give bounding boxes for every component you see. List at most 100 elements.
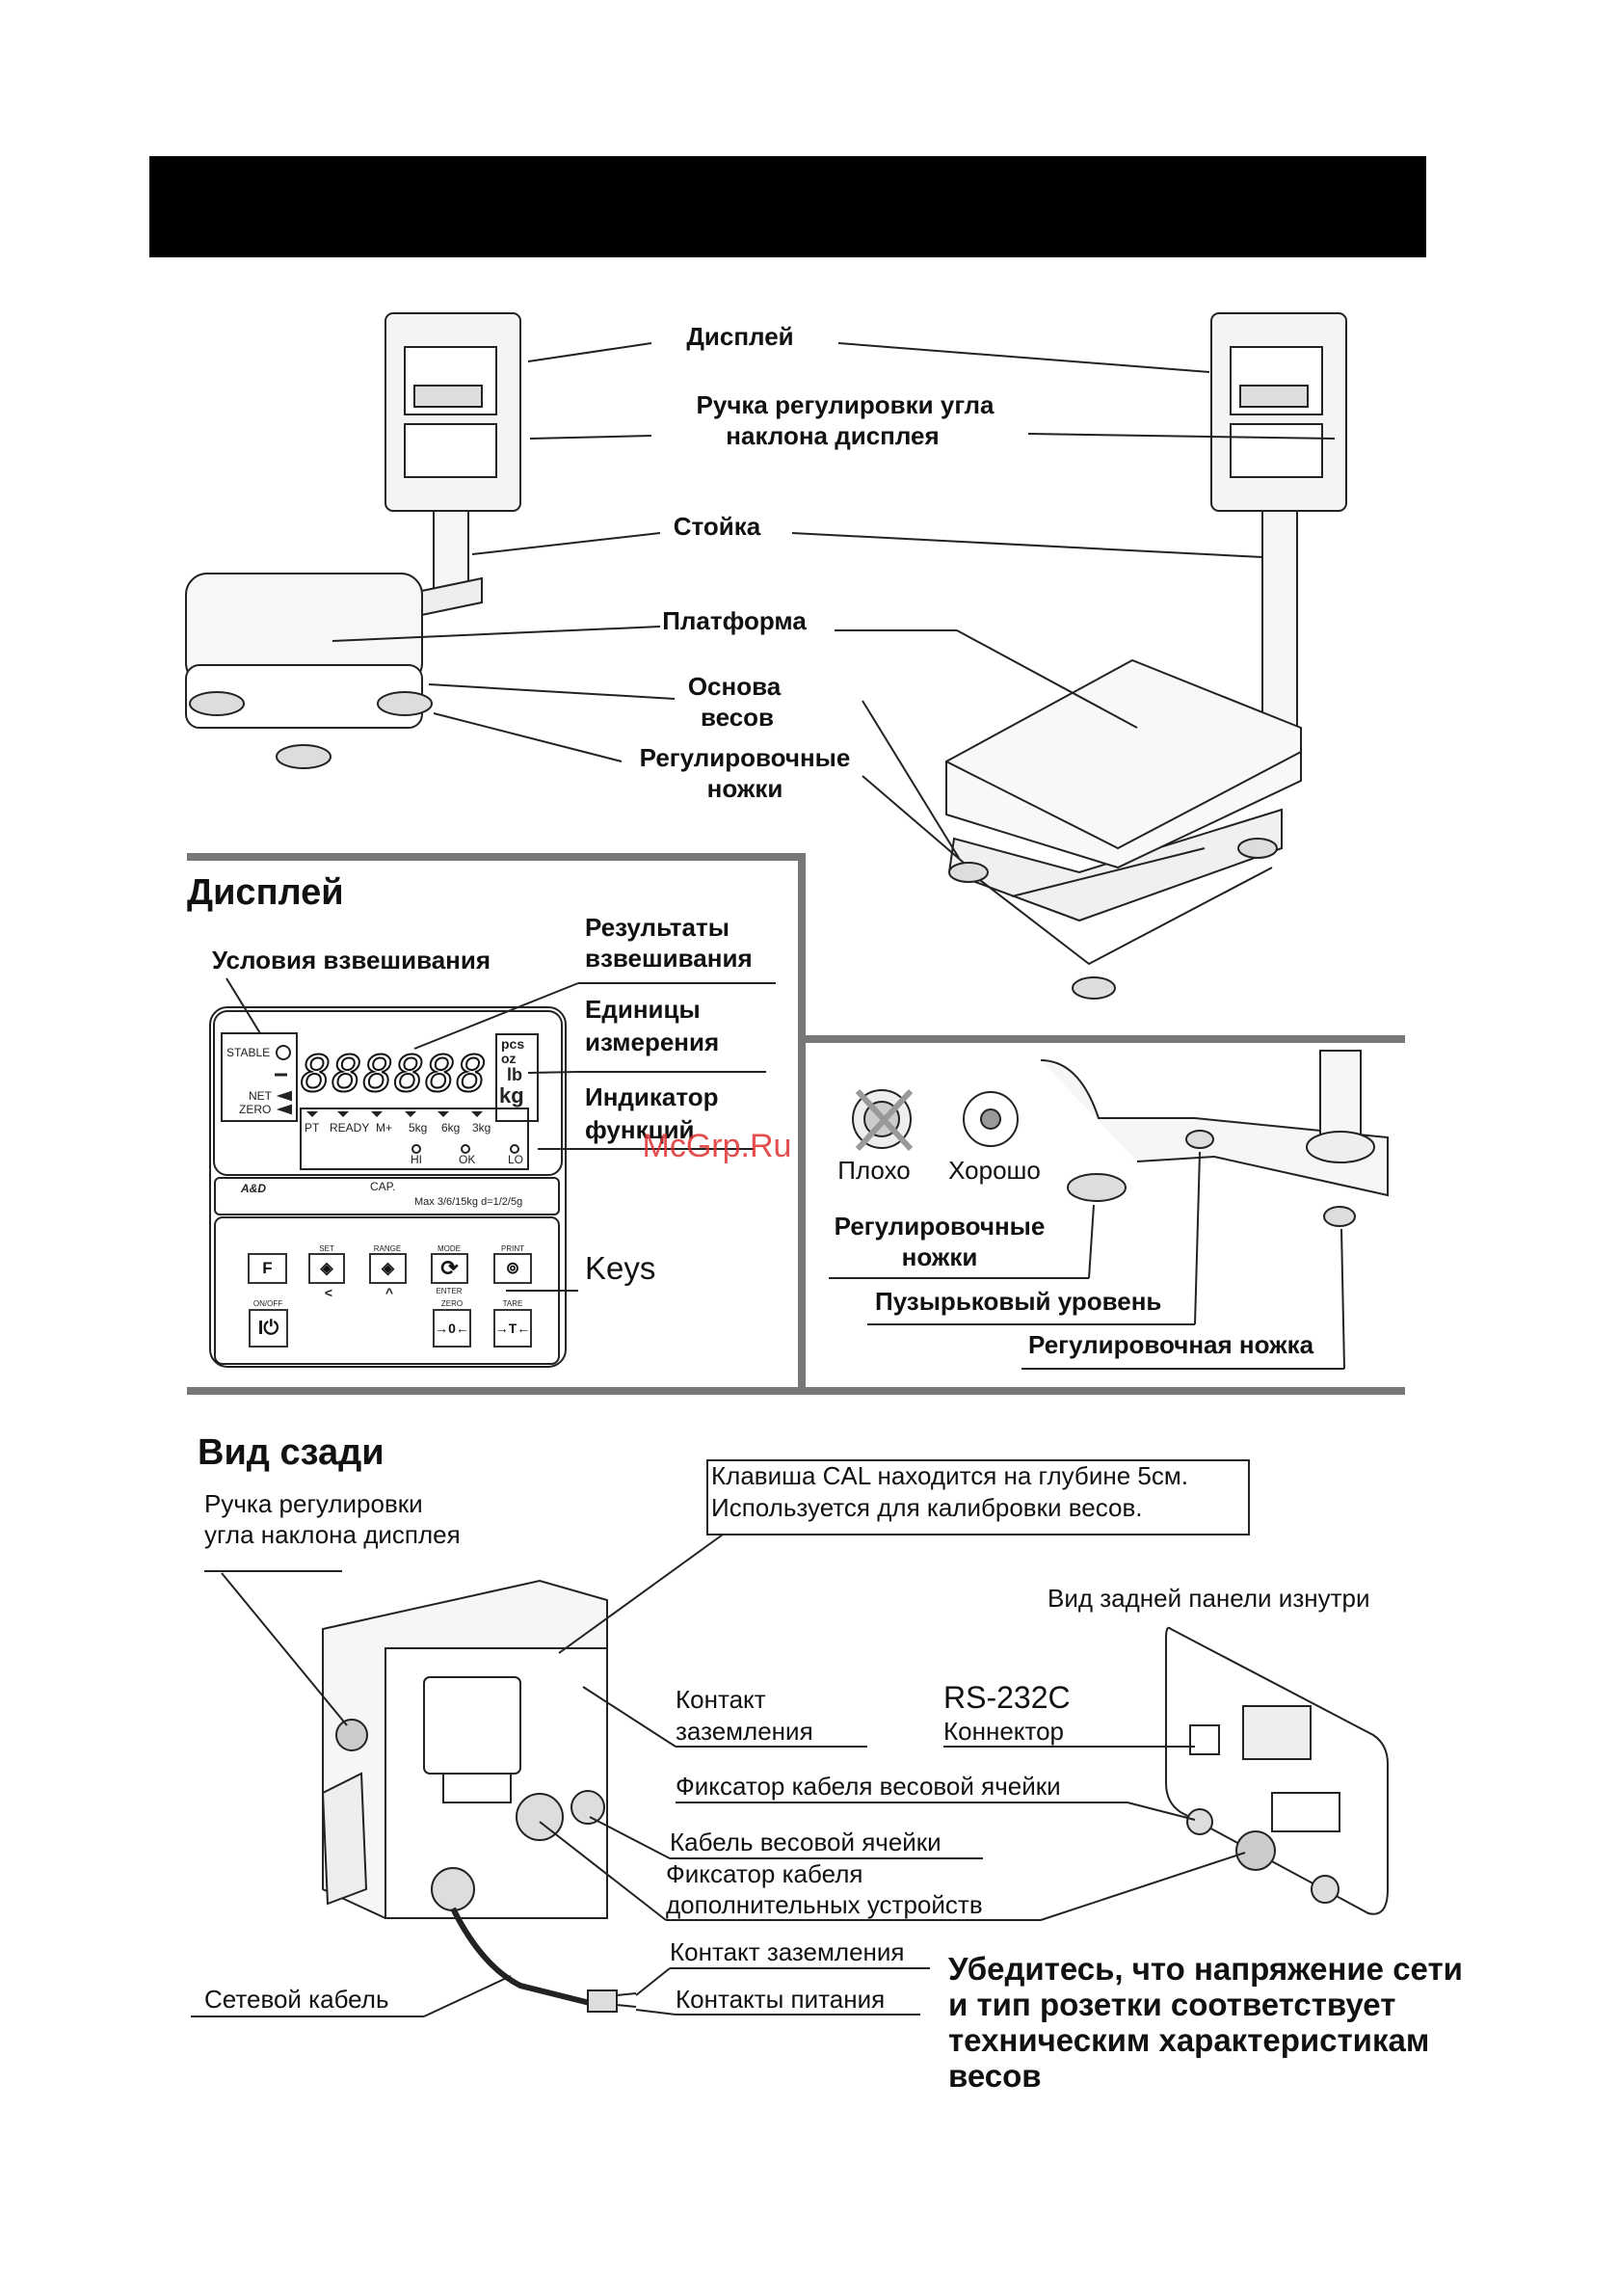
key-tare[interactable]: →T← — [493, 1309, 532, 1348]
weight-digits: 888888 — [300, 1046, 488, 1104]
label-bubble-level: Пузырьковый уровень — [875, 1287, 1162, 1316]
zero-arrows-icon: →0← — [435, 1321, 469, 1336]
arrow-up-label: ^ — [385, 1285, 394, 1300]
unit-pcs: pcs — [501, 1036, 525, 1052]
label-weighing-conditions: Условия взвешивания — [212, 946, 491, 974]
diamond-r-icon: ◈ — [320, 1259, 333, 1277]
label-power-contacts: Контакты питания — [676, 1985, 886, 2014]
label-tilt-knob-1: Ручка регулировки угла — [696, 390, 995, 419]
key-zero[interactable]: →0← — [433, 1309, 471, 1348]
label-foot: Регулировочная ножка — [1028, 1330, 1314, 1359]
key-mode-label: MODE — [438, 1244, 461, 1253]
label-keys: Keys — [585, 1250, 656, 1286]
key-range[interactable]: ◈ — [369, 1253, 407, 1284]
scale-illustration-left — [185, 312, 521, 769]
indicator-ready: READY — [330, 1121, 370, 1135]
level-illustration — [829, 1050, 1389, 1370]
label-aux-clamp-1: Фиксатор кабеля — [666, 1859, 863, 1888]
cycle-icon: ⟳ — [440, 1256, 459, 1280]
indicator-pt: PT — [305, 1121, 320, 1135]
key-print-label: PRINT — [501, 1244, 524, 1253]
diamond-n-icon: ◈ — [381, 1259, 395, 1277]
power-icon: I⏻ — [257, 1317, 279, 1339]
label-display: Дисплей — [686, 322, 794, 351]
section-frames — [187, 853, 1405, 1395]
cap-label: CAP. — [370, 1180, 396, 1193]
label-units-2: измерения — [585, 1028, 720, 1056]
tare-arrows-icon: →T← — [494, 1321, 531, 1336]
scale-illustration-right — [945, 312, 1347, 1000]
label-loadcell-cable: Кабель весовой ячейки — [670, 1828, 942, 1856]
indicator-5kg: 5kg — [409, 1121, 428, 1135]
label-indicator-2: функций — [585, 1115, 695, 1144]
display-section-title: Дисплей — [187, 872, 344, 913]
indicator-mplus: M+ — [376, 1121, 393, 1135]
key-onoff[interactable]: I⏻ — [249, 1309, 288, 1348]
label-rear-tilt-2: угла наклона дисплея — [204, 1520, 461, 1549]
key-zero-label: ZERO — [440, 1299, 464, 1308]
label-rs232: RS-232C — [943, 1680, 1071, 1715]
label-level-feet-2: ножки — [901, 1242, 978, 1271]
key-range-label: RANGE — [373, 1244, 402, 1253]
label-pole: Стойка — [673, 512, 761, 541]
unit-lb: lb — [507, 1065, 522, 1084]
label-level-feet-1: Регулировочные — [834, 1212, 1046, 1241]
zero-indicator: ZERO — [239, 1103, 272, 1116]
display-panel-drawing — [209, 1006, 567, 1368]
label-connector: Коннектор — [943, 1717, 1064, 1746]
key-print[interactable]: ⊚ — [493, 1253, 532, 1284]
cal-note-2: Используется для калибровки весов. — [711, 1493, 1143, 1522]
enter-label: ENTER — [436, 1287, 463, 1295]
key-set-label: SET — [319, 1244, 334, 1253]
label-ground-contact: Контакт заземления — [670, 1937, 905, 1966]
comparator-hi: HI — [411, 1153, 422, 1166]
label-power-cable: Сетевой кабель — [204, 1985, 389, 2014]
label-feet-2: ножки — [706, 774, 783, 803]
label-base-2: весов — [700, 703, 775, 732]
comparator-ok: OK — [459, 1153, 476, 1166]
label-good: Хорошо — [948, 1156, 1041, 1185]
rear-view-drawing — [321, 1579, 637, 2013]
unit-oz: oz — [501, 1051, 517, 1066]
brand-logo: A&D — [241, 1182, 266, 1195]
key-set[interactable]: ◈ — [308, 1253, 345, 1284]
voltage-note-4: весов — [948, 2058, 1042, 2094]
print-icon: ⊚ — [505, 1259, 520, 1277]
label-results-1: Результаты — [585, 913, 729, 942]
label-units-1: Единицы — [585, 995, 701, 1024]
unit-kg: kg — [499, 1083, 524, 1108]
label-results-2: взвешивания — [585, 944, 753, 973]
label-rear-tilt-1: Ручка регулировки — [204, 1489, 423, 1518]
label-ground-2: заземления — [676, 1717, 813, 1746]
leader-lines-rear — [191, 1534, 1246, 2017]
capacity-text: Max 3/6/15kg d=1/2/5g — [414, 1196, 523, 1208]
leader-lines-top — [332, 342, 1336, 864]
label-tilt-knob-2: наклона дисплея — [726, 421, 940, 450]
inner-panel-drawing — [1165, 1626, 1389, 1915]
label-bad: Плохо — [837, 1156, 911, 1185]
key-f[interactable]: F — [248, 1253, 287, 1284]
voltage-note-1: Убедитесь, что напряжение сети — [948, 1951, 1463, 1987]
label-platform: Платформа — [662, 606, 807, 635]
cal-note-box — [706, 1459, 1250, 1535]
label-loadcell-clamp: Фиксатор кабеля весовой ячейки — [676, 1772, 1061, 1801]
rear-section-title: Вид сзади — [198, 1432, 385, 1473]
label-inner-view: Вид задней панели изнутри — [1048, 1584, 1370, 1613]
header-bar — [149, 156, 1426, 257]
arrow-left-label: < — [324, 1285, 333, 1300]
key-tare-label: TARE — [502, 1299, 523, 1308]
cal-note-1: Клавиша CAL находится на глубине 5см. — [711, 1461, 1188, 1490]
label-indicator-1: Индикатор — [585, 1082, 719, 1111]
key-onoff-label: ON/OFF — [252, 1299, 283, 1308]
indicator-6kg: 6kg — [441, 1121, 461, 1135]
label-base-1: Основа — [687, 672, 782, 701]
label-feet-1: Регулировочные — [639, 743, 851, 772]
voltage-note-3: техническим характеристикам — [948, 2022, 1430, 2058]
label-aux-clamp-2: дополнительных устройств — [666, 1890, 983, 1919]
stable-indicator: STABLE — [226, 1046, 271, 1059]
key-mode[interactable]: ⟳ — [431, 1253, 468, 1284]
watermark: McGrp.Ru — [642, 1128, 792, 1164]
indicator-3kg: 3kg — [472, 1121, 491, 1135]
